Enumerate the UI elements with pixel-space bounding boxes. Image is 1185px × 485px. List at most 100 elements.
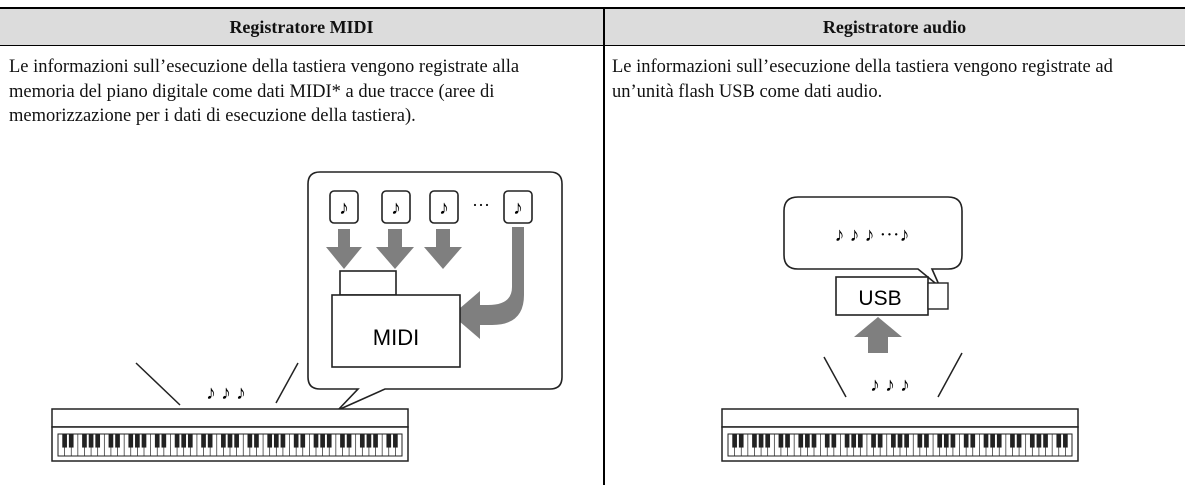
black-key <box>108 433 114 448</box>
folder-tab <box>339 270 397 296</box>
black-key <box>115 433 120 448</box>
black-key <box>752 433 757 448</box>
black-key <box>247 433 253 448</box>
black-key <box>227 433 233 448</box>
black-key <box>366 433 372 448</box>
black-key <box>844 433 850 448</box>
bubble-notes: ♪ ♪ ♪ ···♪ <box>835 224 910 246</box>
svg-text:♪: ♪ <box>513 197 523 219</box>
black-key <box>135 433 140 448</box>
black-key <box>1010 433 1015 448</box>
black-key <box>1029 433 1035 448</box>
black-key <box>811 433 817 448</box>
black-key <box>996 433 1002 448</box>
digital-piano <box>721 408 1079 462</box>
audio-recording-illustration: ♪ ♪ ♪ ···♪ USB ♪ ♪ ♪ <box>690 167 1110 467</box>
black-key <box>273 433 279 448</box>
black-key <box>82 433 87 448</box>
black-key <box>798 433 804 448</box>
black-key <box>320 433 325 448</box>
black-key <box>359 433 365 448</box>
black-key <box>373 433 378 448</box>
ellipsis: ··· <box>472 195 490 215</box>
svg-text:♪: ♪ <box>439 197 449 219</box>
black-key <box>141 433 147 448</box>
black-key <box>1016 433 1022 448</box>
midi-folder <box>331 294 461 368</box>
black-key <box>891 433 896 448</box>
black-key <box>300 433 306 448</box>
black-key <box>187 433 193 448</box>
black-key <box>758 433 764 448</box>
svg-text:♪: ♪ <box>339 197 349 219</box>
black-key <box>904 433 909 448</box>
table-top-rule <box>0 7 1185 9</box>
black-key <box>738 433 744 448</box>
black-key <box>785 433 790 448</box>
black-key <box>805 433 810 448</box>
keyboard-notes: ♪ ♪ ♪ <box>206 382 246 404</box>
header-audio-recorder: Registratore audio <box>604 9 1185 46</box>
black-key <box>161 433 167 448</box>
up-arrow <box>854 317 902 353</box>
black-key <box>963 433 969 448</box>
black-key <box>62 433 67 448</box>
black-key <box>68 433 74 448</box>
black-key <box>877 433 883 448</box>
black-key <box>917 433 923 448</box>
piano-keys <box>732 433 1068 456</box>
black-key <box>95 433 101 448</box>
note-box: ♪ <box>429 190 459 224</box>
black-key <box>924 433 929 448</box>
black-key <box>983 433 989 448</box>
black-key <box>181 433 187 448</box>
black-key <box>201 433 206 448</box>
black-key <box>990 433 995 448</box>
black-key <box>293 433 299 448</box>
black-key <box>254 433 259 448</box>
black-key <box>221 433 226 448</box>
black-key <box>346 433 352 448</box>
comparison-table: Registratore MIDI Registratore audio Le … <box>0 7 1185 485</box>
down-arrows <box>326 229 462 269</box>
black-key <box>174 433 180 448</box>
black-key <box>207 433 213 448</box>
black-key <box>950 433 956 448</box>
black-key <box>1056 433 1062 448</box>
black-key <box>970 433 976 448</box>
digital-piano <box>51 408 409 462</box>
black-key <box>154 433 160 448</box>
note-box: ♪ <box>329 190 359 224</box>
audio-description: Le informazioni sull’esecuzione della ta… <box>612 57 1113 102</box>
black-key <box>326 433 332 448</box>
svg-text:♪: ♪ <box>391 197 401 219</box>
curved-arrow <box>452 227 524 339</box>
black-key <box>128 433 134 448</box>
black-key <box>1036 433 1042 448</box>
black-key <box>386 433 392 448</box>
black-key <box>267 433 273 448</box>
black-key <box>313 433 319 448</box>
black-key <box>1043 433 1048 448</box>
midi-description: Le informazioni sull’esecuzione della ta… <box>9 57 520 126</box>
midi-recording-illustration: ♪ ♪ ♪ ··· ♪ MIDI ♪ ♪ ♪ <box>40 167 570 467</box>
black-key <box>831 433 837 448</box>
note-box: ♪ <box>381 190 411 224</box>
black-key <box>1063 433 1068 448</box>
black-key <box>778 433 784 448</box>
midi-label: MIDI <box>373 325 419 350</box>
black-key <box>765 433 771 448</box>
piano-keys <box>62 433 398 456</box>
black-key <box>732 433 737 448</box>
black-key <box>857 433 863 448</box>
keyboard-notes: ♪ ♪ ♪ <box>870 374 910 396</box>
usb-connector <box>927 282 949 310</box>
header-midi-recorder: Registratore MIDI <box>0 9 603 46</box>
black-key <box>937 433 943 448</box>
black-key <box>943 433 949 448</box>
black-key <box>340 433 345 448</box>
column-divider <box>603 9 605 485</box>
usb-label: USB <box>858 287 901 310</box>
black-key <box>393 433 398 448</box>
black-key <box>871 433 876 448</box>
